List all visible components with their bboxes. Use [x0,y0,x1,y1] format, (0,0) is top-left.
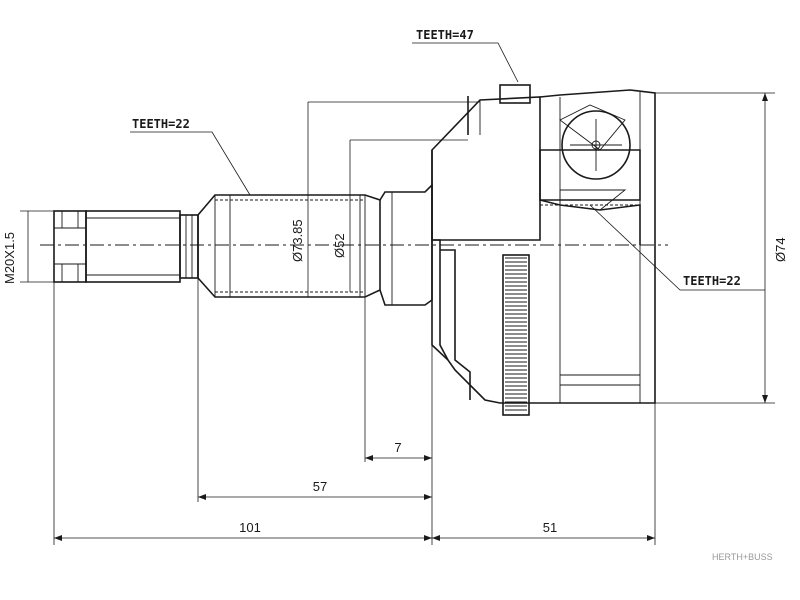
length-7-label: 7 [394,440,401,455]
joint-housing [431,84,656,404]
abs-tone-ring [502,254,530,416]
shaft-diameter-label: Ø73.85 [290,219,305,262]
ball-bearing [561,110,631,180]
thread-dimension-label: M20X1.5 [2,232,17,284]
inner-diameter-label: Ø52 [332,233,347,258]
thread-stub [53,210,199,283]
outer-diameter-label: Ø74 [773,237,788,262]
inner-race [539,104,641,245]
length-101-label: 101 [239,520,261,535]
teeth-22-shaft-callout: TEETH=22 [132,117,190,131]
teeth-47-callout: TEETH=47 [416,28,474,42]
teeth-22-inner-callout: TEETH=22 [683,274,741,288]
length-51-label: 51 [543,520,557,535]
brand-watermark: HERTH+BUSS [712,552,773,562]
length-57-label: 57 [313,479,327,494]
dimension-lines [20,42,775,545]
